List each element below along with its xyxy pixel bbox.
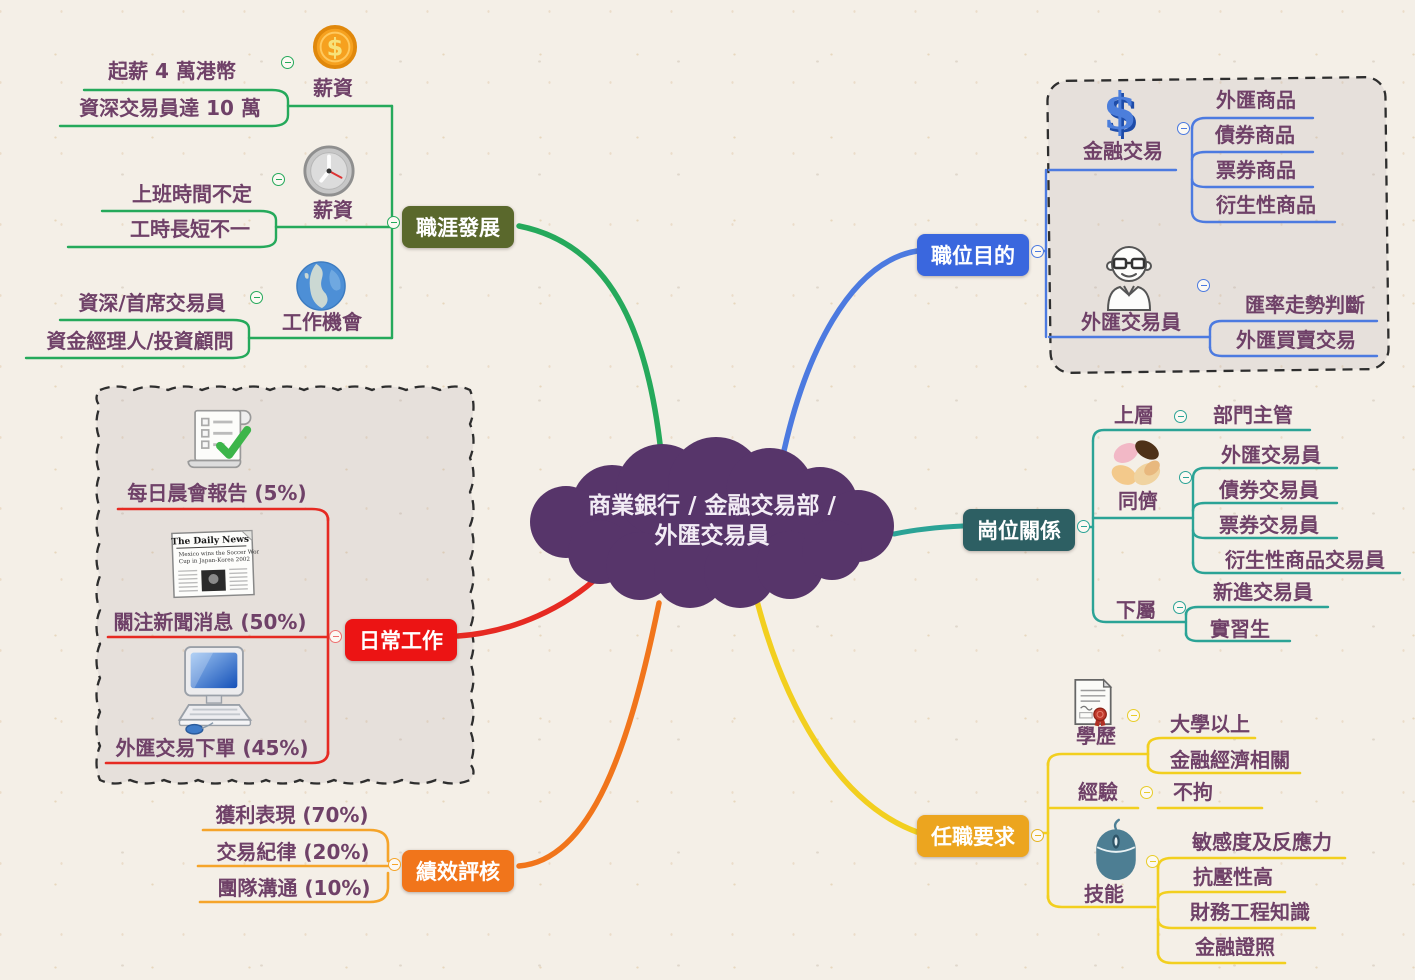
career-connectors [24,88,665,465]
requirements-skills-item-1[interactable]: 抗壓性高 [1193,865,1273,889]
relations-upper-item-0[interactable]: 部門主管 [1213,403,1293,427]
performance-item-2[interactable]: 團隊溝通 (10%) [217,876,371,900]
purpose-trading-item-0[interactable]: 外匯商品 [1216,88,1296,112]
purpose-trading-label[interactable]: 金融交易 [1083,139,1163,163]
requirements-skills-item-2[interactable]: 財務工程知識 [1190,900,1310,924]
checklist-icon [187,409,252,469]
branch-daily[interactable]: 日常工作 [345,619,457,661]
requirements-education-item-0[interactable]: 大學以上 [1170,712,1250,736]
daily-item-0[interactable]: 每日晨會報告 (5%) [127,481,307,505]
central-topic-line2: 外匯交易員 [654,522,770,549]
collapse-button-education[interactable] [1127,709,1140,722]
dollar-icon: $ $ [1103,85,1141,143]
globe-icon [296,261,346,311]
collapse-button-performance[interactable] [388,858,401,871]
central-topic-line1: 商業銀行 / 金融交易部 / [588,493,836,519]
newspaper-masthead: The Daily News [171,535,249,548]
career-hours-label[interactable]: 薪資 [313,198,353,222]
collapse-button-relations[interactable] [1077,520,1090,533]
svg-text:$: $ [1105,85,1140,143]
purpose-connectors [779,116,1379,463]
relations-peers-item-3[interactable]: 衍生性商品交易員 [1225,548,1385,572]
career-jobs-item-1[interactable]: 資金經理人/投資顧問 [46,329,234,353]
career-salary-label[interactable]: 薪資 [313,76,353,100]
performance-item-1[interactable]: 交易紀律 (20%) [216,840,370,864]
collapse-button-purpose-trading[interactable] [1177,122,1190,135]
relations-connectors [891,428,1402,643]
newspaper-headline-1: Mexico wins the Soccer World [179,549,259,558]
diploma-icon [1074,678,1113,727]
career-jobs-label[interactable]: 工作機會 [282,310,362,334]
performance-connectors [196,600,662,904]
newspaper-headline-2: Cup in Japan-Korea 2002 [179,557,251,565]
collapse-button-experience[interactable] [1140,786,1153,799]
requirements-skills-label[interactable]: 技能 [1084,882,1124,906]
relations-peers-item-1[interactable]: 債券交易員 [1219,478,1319,502]
collapse-button-purpose-trader[interactable] [1197,279,1210,292]
requirements-education-item-1[interactable]: 金融經濟相關 [1170,748,1290,772]
requirements-connectors [754,598,1347,965]
requirements-skills-item-3[interactable]: 金融證照 [1195,935,1275,959]
purpose-trading-item-3[interactable]: 衍生性商品 [1216,193,1316,217]
collapse-button-relations-subordinates[interactable] [1173,601,1186,614]
requirements-education-label[interactable]: 學歷 [1076,724,1116,748]
collapse-button-career[interactable] [387,216,400,229]
collapse-button-relations-upper[interactable] [1174,410,1187,423]
svg-text:$: $ [327,34,344,62]
branch-career[interactable]: 職涯發展 [402,206,514,248]
mouse-icon [1096,818,1136,881]
collapse-button-relations-peers[interactable] [1179,471,1192,484]
svg-text:$: $ [1103,85,1138,141]
collapse-button-career-salary[interactable] [281,56,294,69]
requirements-experience-item-0[interactable]: 不拘 [1173,780,1213,804]
relations-subordinates-item-0[interactable]: 新進交易員 [1213,580,1313,604]
daily-item-1[interactable]: 關注新聞消息 (50%) [113,610,307,634]
coin-icon: $ [312,24,358,70]
purpose-trading-item-1[interactable]: 債券商品 [1215,123,1295,147]
requirements-experience-label[interactable]: 經驗 [1078,780,1118,804]
branch-requirements[interactable]: 任職要求 [917,815,1029,857]
relations-upper-label[interactable]: 上層 [1114,403,1154,427]
career-hours-item-0[interactable]: 上班時間不定 [132,182,252,206]
daily-item-2[interactable]: 外匯交易下單 (45%) [115,736,309,760]
clock-icon [303,145,355,197]
purpose-trading-item-2[interactable]: 票券商品 [1216,158,1296,182]
newspaper-icon: The Daily News Mexico wins the Soccer Wo… [171,529,259,599]
computer-icon [177,646,253,735]
collapse-button-skills[interactable] [1146,855,1159,868]
career-salary-item-1[interactable]: 資深交易員達 10 萬 [79,96,261,120]
branch-performance[interactable]: 績效評核 [402,850,514,892]
hands-icon [1111,440,1161,486]
career-salary-item-0[interactable]: 起薪 4 萬港幣 [108,59,236,83]
daily-work-boundary [95,385,475,785]
relations-subordinates-label[interactable]: 下屬 [1116,598,1156,622]
performance-item-0[interactable]: 獲利表現 (70%) [215,803,369,827]
collapse-button-daily[interactable] [329,630,342,643]
relations-peers-item-0[interactable]: 外匯交易員 [1221,443,1321,467]
central-cloud-shape [530,437,894,608]
career-hours-item-1[interactable]: 工時長短不一 [130,217,250,241]
collapse-button-requirements[interactable] [1031,829,1044,842]
relations-peers-item-2[interactable]: 票券交易員 [1219,513,1319,537]
branch-purpose[interactable]: 職位目的 [917,234,1029,276]
career-jobs-item-0[interactable]: 資深/首席交易員 [78,291,226,315]
collapse-button-career-hours[interactable] [272,173,285,186]
purpose-trader-label[interactable]: 外匯交易員 [1081,310,1181,334]
collapse-button-purpose[interactable] [1031,245,1044,258]
relations-peers-label[interactable]: 同儕 [1118,489,1158,513]
purpose-trader-item-0[interactable]: 匯率走勢判斷 [1245,293,1365,317]
daily-connectors [104,507,603,765]
branch-relations[interactable]: 崗位關係 [963,509,1075,551]
trader-icon [1106,246,1152,311]
purpose-trader-item-1[interactable]: 外匯買賣交易 [1236,328,1356,352]
central-topic[interactable]: 商業銀行 / 金融交易部 / 外匯交易員 [562,492,862,552]
relations-subordinates-item-1[interactable]: 實習生 [1210,617,1270,641]
collapse-button-career-jobs[interactable] [250,291,263,304]
requirements-skills-item-0[interactable]: 敏感度及反應力 [1192,830,1332,854]
